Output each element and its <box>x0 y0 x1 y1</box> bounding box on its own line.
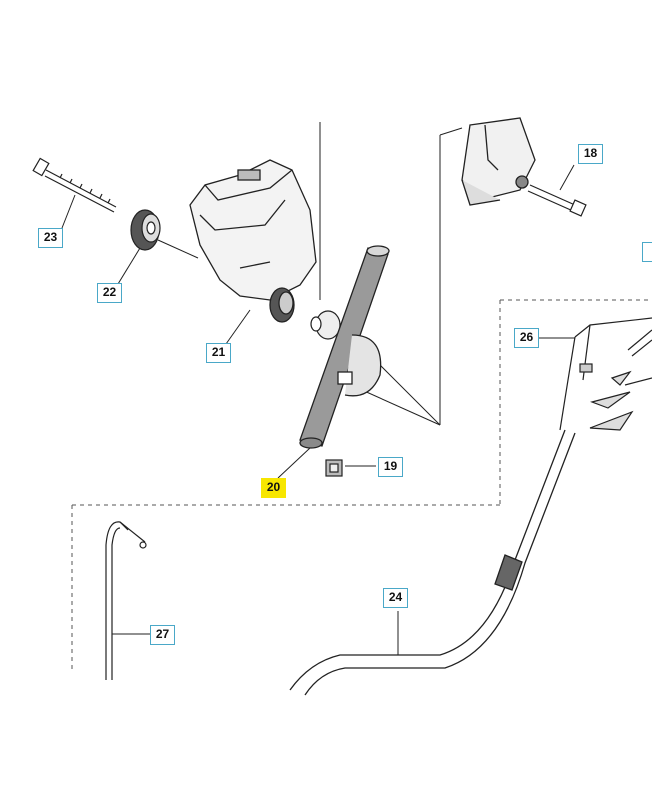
clamp-housing-part-21[interactable] <box>189 159 317 323</box>
cable-part-27[interactable] <box>105 521 147 680</box>
dashed-boundary-lines <box>71 299 652 670</box>
callout-23[interactable]: 23 <box>38 228 63 248</box>
callout-18[interactable]: 18 <box>578 144 603 164</box>
callout-19[interactable]: 19 <box>378 457 403 477</box>
callout-22[interactable]: 22 <box>97 283 122 303</box>
callout-partial-right[interactable] <box>642 242 652 262</box>
callout-27[interactable]: 27 <box>150 625 175 645</box>
callout-21[interactable]: 21 <box>206 343 231 363</box>
shaft-housing <box>461 117 536 206</box>
throttle-handle-part-26[interactable] <box>559 317 652 431</box>
main-shaft-part-24[interactable] <box>289 429 576 696</box>
leader-lines <box>61 164 575 655</box>
nut-part-19[interactable] <box>325 459 343 477</box>
screw-part-18[interactable] <box>527 184 587 217</box>
callout-24[interactable]: 24 <box>383 588 408 608</box>
callout-20[interactable]: 20 <box>261 478 286 498</box>
callout-26[interactable]: 26 <box>514 328 539 348</box>
frame-lines <box>319 122 463 426</box>
knob-part-22[interactable] <box>130 209 161 251</box>
handle-bar-part-20[interactable] <box>299 245 390 449</box>
pivot-stud <box>310 310 341 340</box>
bolt-part-23[interactable] <box>32 157 117 213</box>
